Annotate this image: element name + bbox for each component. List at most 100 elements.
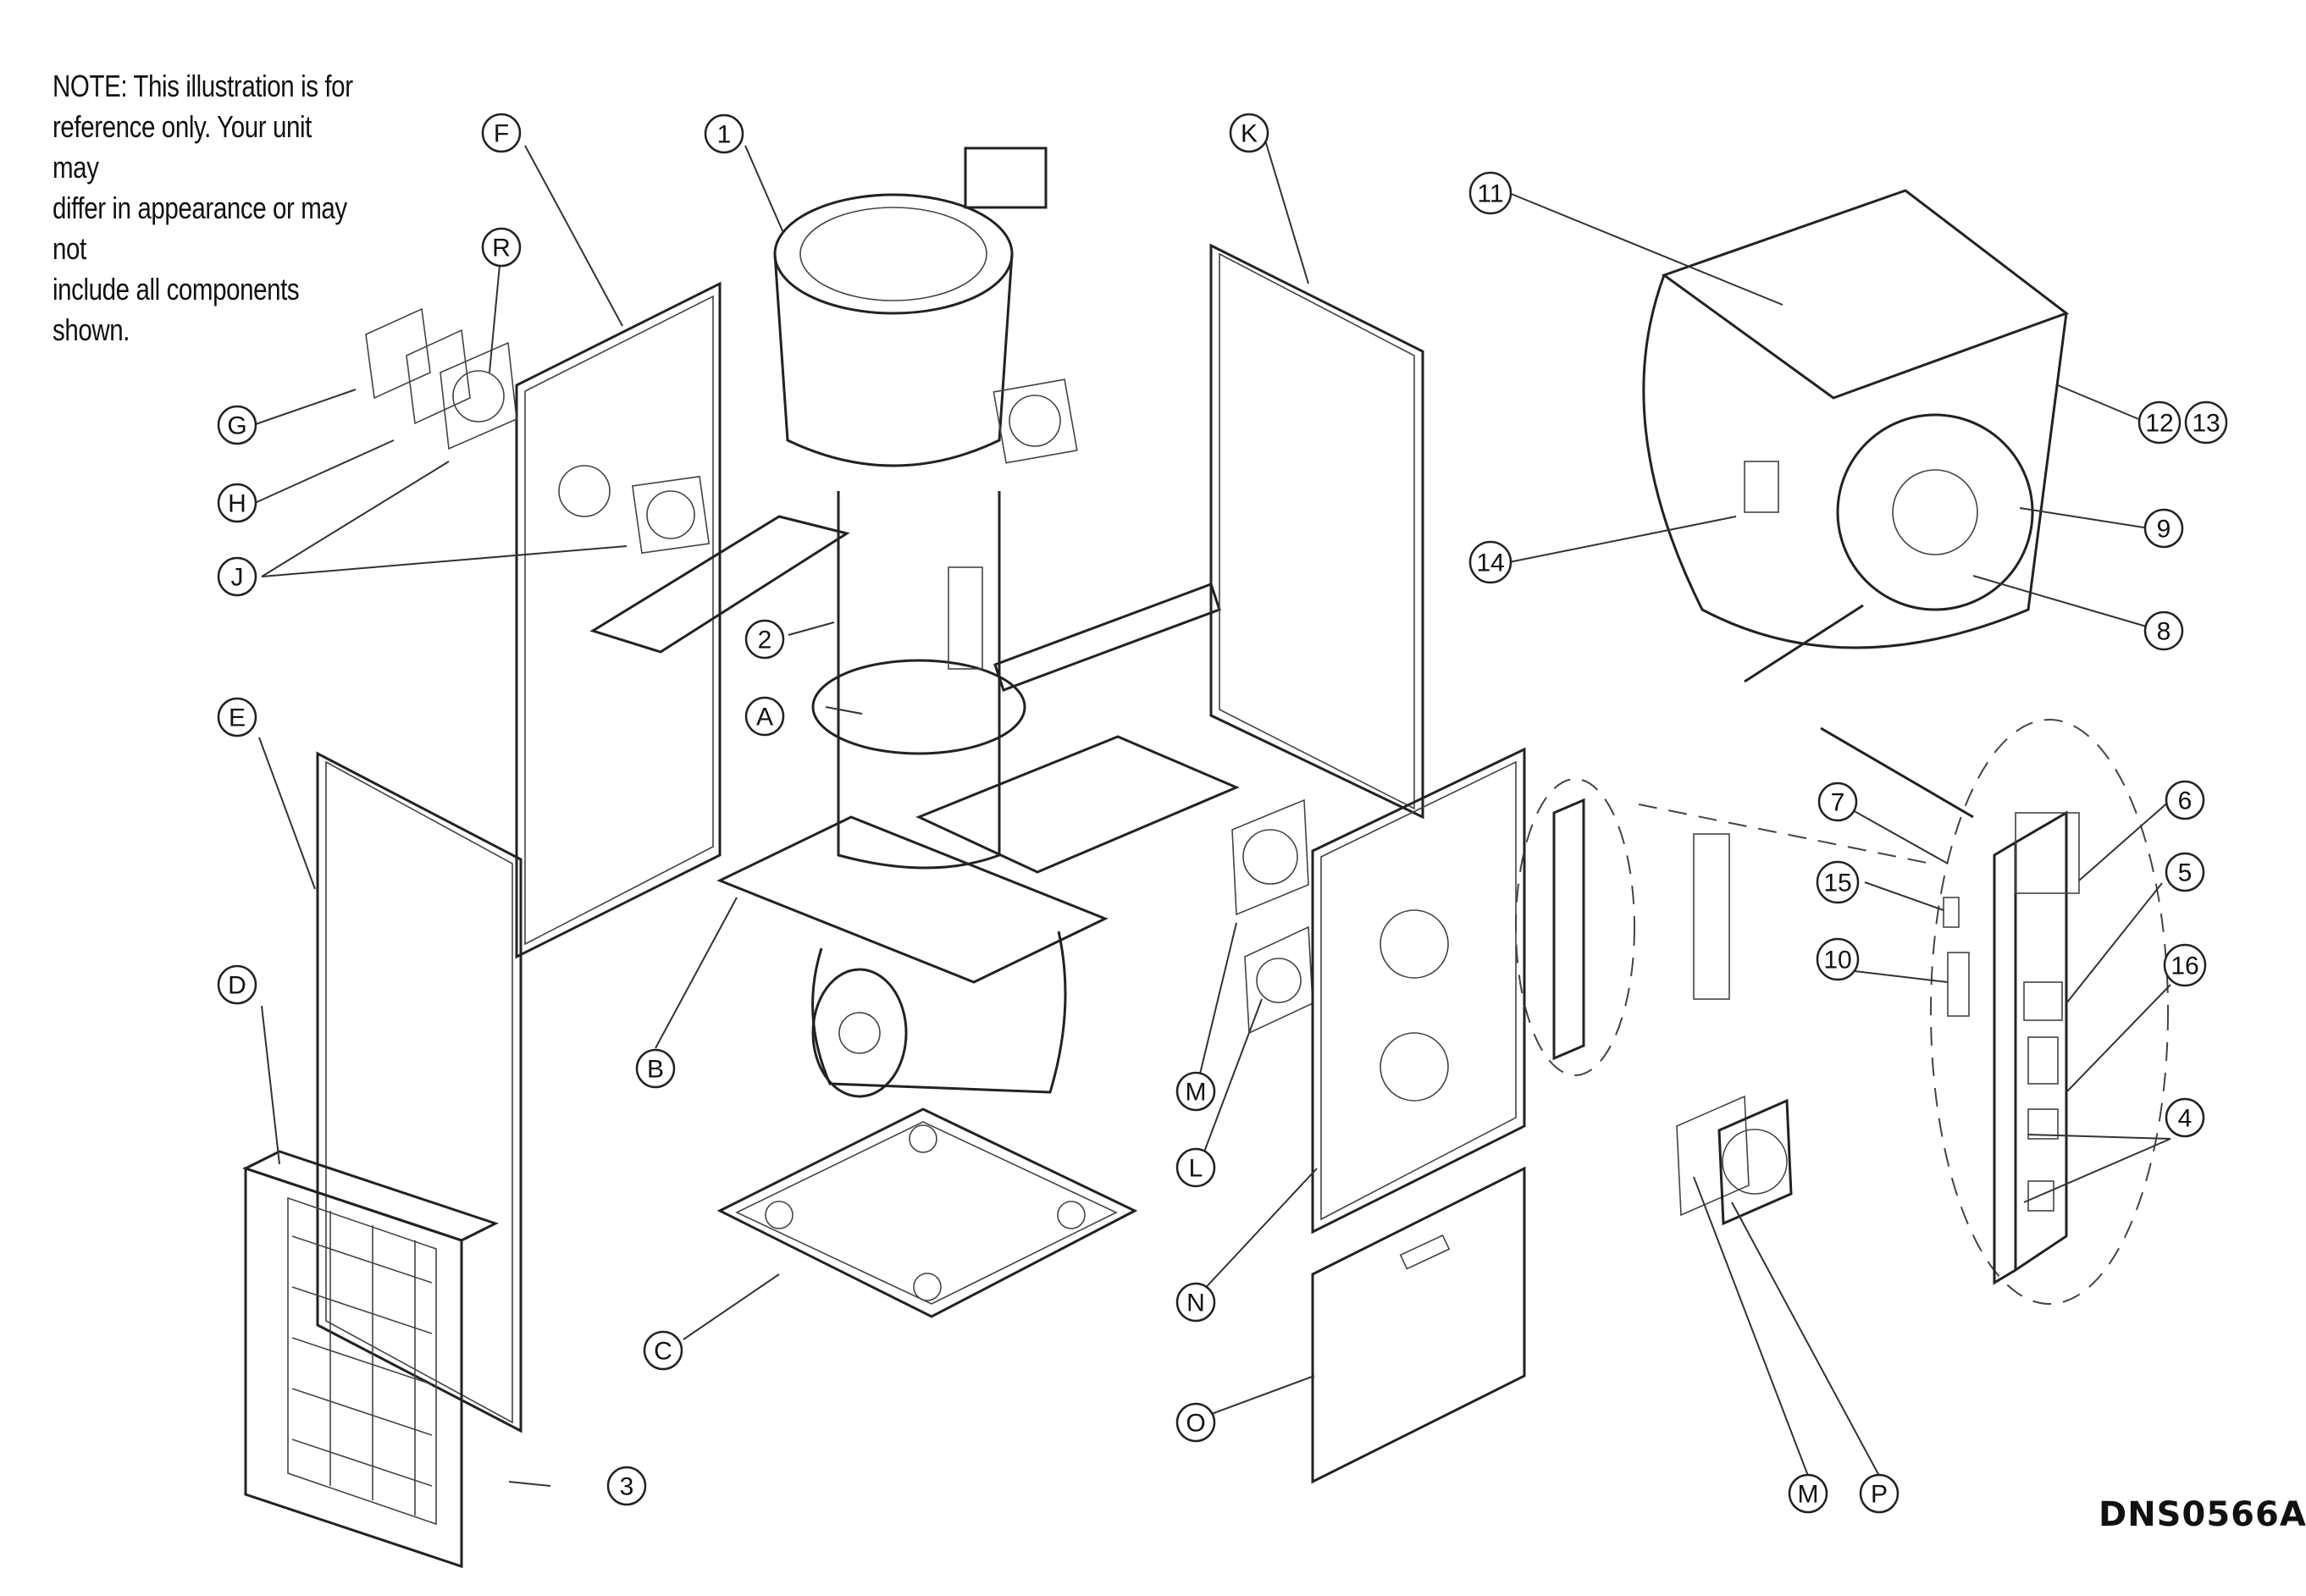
panel-n-drawing — [1311, 747, 1526, 1234]
callout-circle — [217, 405, 257, 445]
callout-text: 13 — [2192, 410, 2220, 438]
callout-12: 12 — [2137, 400, 2182, 445]
flue-collar-drawing — [1676, 1095, 1793, 1226]
callout-text: P — [1871, 1481, 1888, 1509]
callout-text: M — [1186, 1079, 1207, 1107]
callout-text: D — [228, 972, 246, 1000]
callout-a: A — [744, 696, 785, 737]
callout-g: G — [217, 405, 257, 445]
callout-circle — [217, 483, 257, 523]
callout-circle — [1175, 1071, 1216, 1112]
callout-d: D — [217, 964, 257, 1005]
callout-text: E — [229, 704, 246, 732]
callout-circle — [2165, 1097, 2205, 1138]
callout-circle — [481, 227, 522, 268]
callout-text: C — [654, 1338, 672, 1366]
callout-c: C — [643, 1330, 683, 1371]
callout-circle — [1468, 171, 1512, 215]
callout-circle — [2143, 508, 2184, 549]
callout-o: O — [1175, 1402, 1216, 1443]
callout-text: 4 — [2178, 1105, 2193, 1133]
callout-4: 4 — [2165, 1097, 2205, 1138]
callout-circle — [2184, 400, 2228, 445]
callout-circle — [1788, 1473, 1828, 1514]
callout-j: J — [217, 556, 257, 597]
callout-circle — [744, 696, 785, 737]
callout-8: 8 — [2143, 610, 2184, 651]
callout-circle — [1817, 781, 1858, 822]
callout-text: N — [1186, 1290, 1205, 1317]
callout-13: 13 — [2184, 400, 2228, 445]
reference-note: NOTE: This illustration is for reference… — [53, 66, 358, 351]
callout-circle — [1468, 540, 1512, 584]
callout-circle — [606, 1466, 647, 1506]
callout-circle — [1175, 1402, 1216, 1443]
callout-circle — [217, 556, 257, 597]
callout-circle — [217, 964, 257, 1005]
filter-d-drawing — [242, 1150, 499, 1569]
leader-lines — [252, 134, 2171, 1487]
callout-16: 16 — [2163, 943, 2207, 987]
callout-circle — [2137, 400, 2182, 445]
callout-text: A — [756, 704, 773, 732]
callout-circle — [1816, 860, 1860, 904]
callout-circle — [1816, 937, 1860, 981]
callout-text: 16 — [2171, 953, 2198, 980]
callout-text: 15 — [1823, 870, 1851, 897]
callout-l: L — [1175, 1147, 1216, 1188]
callout-text: F — [494, 120, 509, 148]
callout-circle — [2165, 780, 2205, 820]
callout-6: 6 — [2165, 780, 2205, 820]
callout-circle — [704, 113, 744, 154]
panel-o-drawing — [1311, 1166, 1526, 1484]
callout-text: M — [1798, 1481, 1819, 1509]
diagram-code: DNS0566A — [2099, 1495, 2306, 1534]
callout-circle — [2163, 943, 2207, 987]
callout-text: 2 — [758, 627, 772, 654]
control-panel-drawing — [1820, 719, 2169, 1305]
callout-text: 1 — [717, 121, 732, 149]
panel-b-blower-drawing — [716, 815, 1109, 1098]
plates-g-h-r-drawing — [365, 307, 517, 450]
blower-assembly-drawing — [1642, 189, 2070, 683]
panel-c-drawing — [716, 1107, 1138, 1318]
callout-5: 5 — [2165, 852, 2205, 892]
panel-e-drawing — [316, 751, 523, 1433]
panel-f-drawing — [515, 281, 722, 959]
callout-circle — [481, 113, 522, 153]
callout-10: 10 — [1816, 937, 1860, 981]
callout-text: J — [231, 564, 244, 592]
callout-text: G — [227, 412, 246, 440]
callout-circle — [217, 697, 257, 737]
callout-text: 7 — [1831, 789, 1845, 817]
callout-text: 12 — [2145, 410, 2173, 438]
callout-n: N — [1175, 1282, 1216, 1323]
callout-text: 6 — [2178, 787, 2193, 815]
callout-7: 7 — [1817, 781, 1858, 822]
callout-text: 14 — [1476, 549, 1504, 577]
note-line-3: differ in appearance or may not — [53, 191, 347, 266]
note-line-2: reference only. Your unit may — [53, 109, 312, 185]
callout-11: 11 — [1468, 171, 1512, 215]
callout-circle — [1859, 1473, 1900, 1514]
callout-text: H — [228, 490, 246, 518]
callout-text: O — [1186, 1410, 1205, 1438]
callout-text: K — [1241, 120, 1258, 148]
callout-text: 3 — [620, 1473, 634, 1501]
callout-circle — [1175, 1282, 1216, 1323]
callout-text: 11 — [1477, 180, 1503, 208]
callout-text: 8 — [2157, 618, 2171, 646]
note-line-4: include all components shown. — [53, 272, 300, 347]
callout-b: B — [635, 1048, 676, 1089]
callout-text: R — [492, 235, 511, 262]
callout-9: 9 — [2143, 508, 2184, 549]
callout-p: P — [1859, 1473, 1900, 1514]
plates-m-l-drawing — [1231, 798, 1313, 1035]
callout-1: 1 — [704, 113, 744, 154]
divider-panels-drawing — [589, 515, 1240, 874]
callout-circle — [744, 619, 785, 660]
panel-k-drawing — [1209, 243, 1424, 820]
callout-2: 2 — [744, 619, 785, 660]
